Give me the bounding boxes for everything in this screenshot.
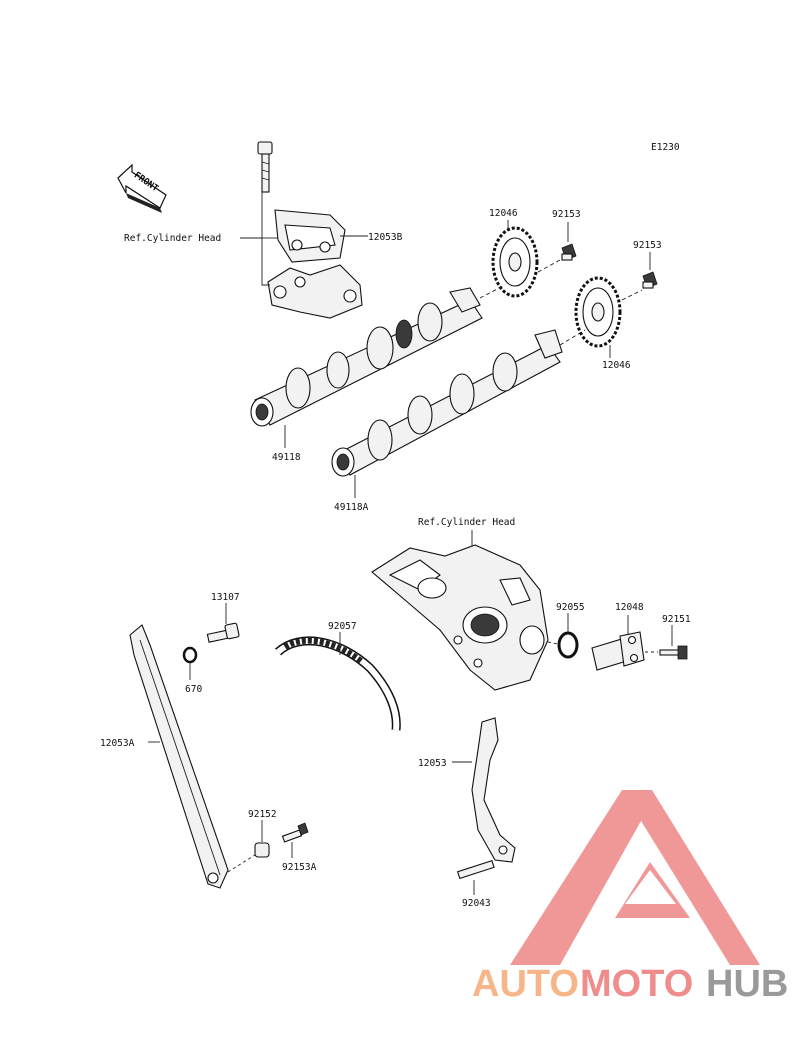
cam-holder-12053B [274, 209, 346, 263]
automotohub-logo [510, 790, 760, 965]
label-92152: 92152 [248, 809, 277, 820]
bolt-92153-upper [561, 243, 577, 261]
watermark-auto: AUTO [472, 963, 579, 1005]
bolt-92151 [659, 645, 688, 660]
label-ref-head-top: Ref.Cylinder Head [124, 233, 221, 244]
label-92057: 92057 [328, 621, 357, 632]
label-12053: 12053 [418, 758, 447, 769]
label-670: 670 [185, 684, 202, 695]
label-92153A: 92153A [282, 862, 317, 873]
label-92043: 92043 [462, 898, 491, 909]
cam-cap-bolt [257, 141, 273, 193]
watermark-hub: HUB [706, 963, 788, 1005]
label-12046-upper: 12046 [489, 208, 518, 219]
tensioner-12048 [591, 631, 645, 671]
bolt-92153-lower [642, 271, 658, 289]
label-49118: 49118 [272, 452, 301, 463]
washer-670 [182, 646, 198, 664]
label-ref-head-mid: Ref.Cylinder Head [418, 517, 515, 528]
label-92055: 92055 [556, 602, 585, 613]
diagram-code: E1230 [651, 142, 680, 153]
label-12048: 12048 [615, 602, 644, 613]
label-13107: 13107 [211, 592, 240, 603]
pin-92043 [456, 859, 495, 880]
collar-92152 [254, 842, 270, 858]
cam-cap-lower [267, 264, 363, 319]
chain-guide-12053 [471, 717, 516, 863]
label-12053A: 12053A [100, 738, 135, 749]
camshaft-49118 [250, 287, 483, 427]
cam-chain-92057 [274, 636, 401, 731]
sprocket-12046-lower [574, 276, 622, 348]
label-49118A: 49118A [334, 502, 369, 513]
sprocket-12046-upper [491, 226, 539, 298]
label-12046-lower: 12046 [602, 360, 631, 371]
label-92153-upper: 92153 [552, 209, 581, 220]
chain-guide-12053A [129, 624, 229, 889]
label-92151: 92151 [662, 614, 691, 625]
label-92153-lower: 92153 [633, 240, 662, 251]
cylinder-head [371, 544, 549, 691]
bolt-92153A [281, 822, 309, 843]
o-ring-92055 [557, 631, 579, 659]
watermark-moto: MOTO [580, 963, 693, 1005]
bolt-13107 [206, 622, 240, 643]
label-12053B: 12053B [368, 232, 403, 243]
camshaft-49118A [331, 329, 563, 477]
front-arrow-icon: FRONT [117, 163, 167, 213]
